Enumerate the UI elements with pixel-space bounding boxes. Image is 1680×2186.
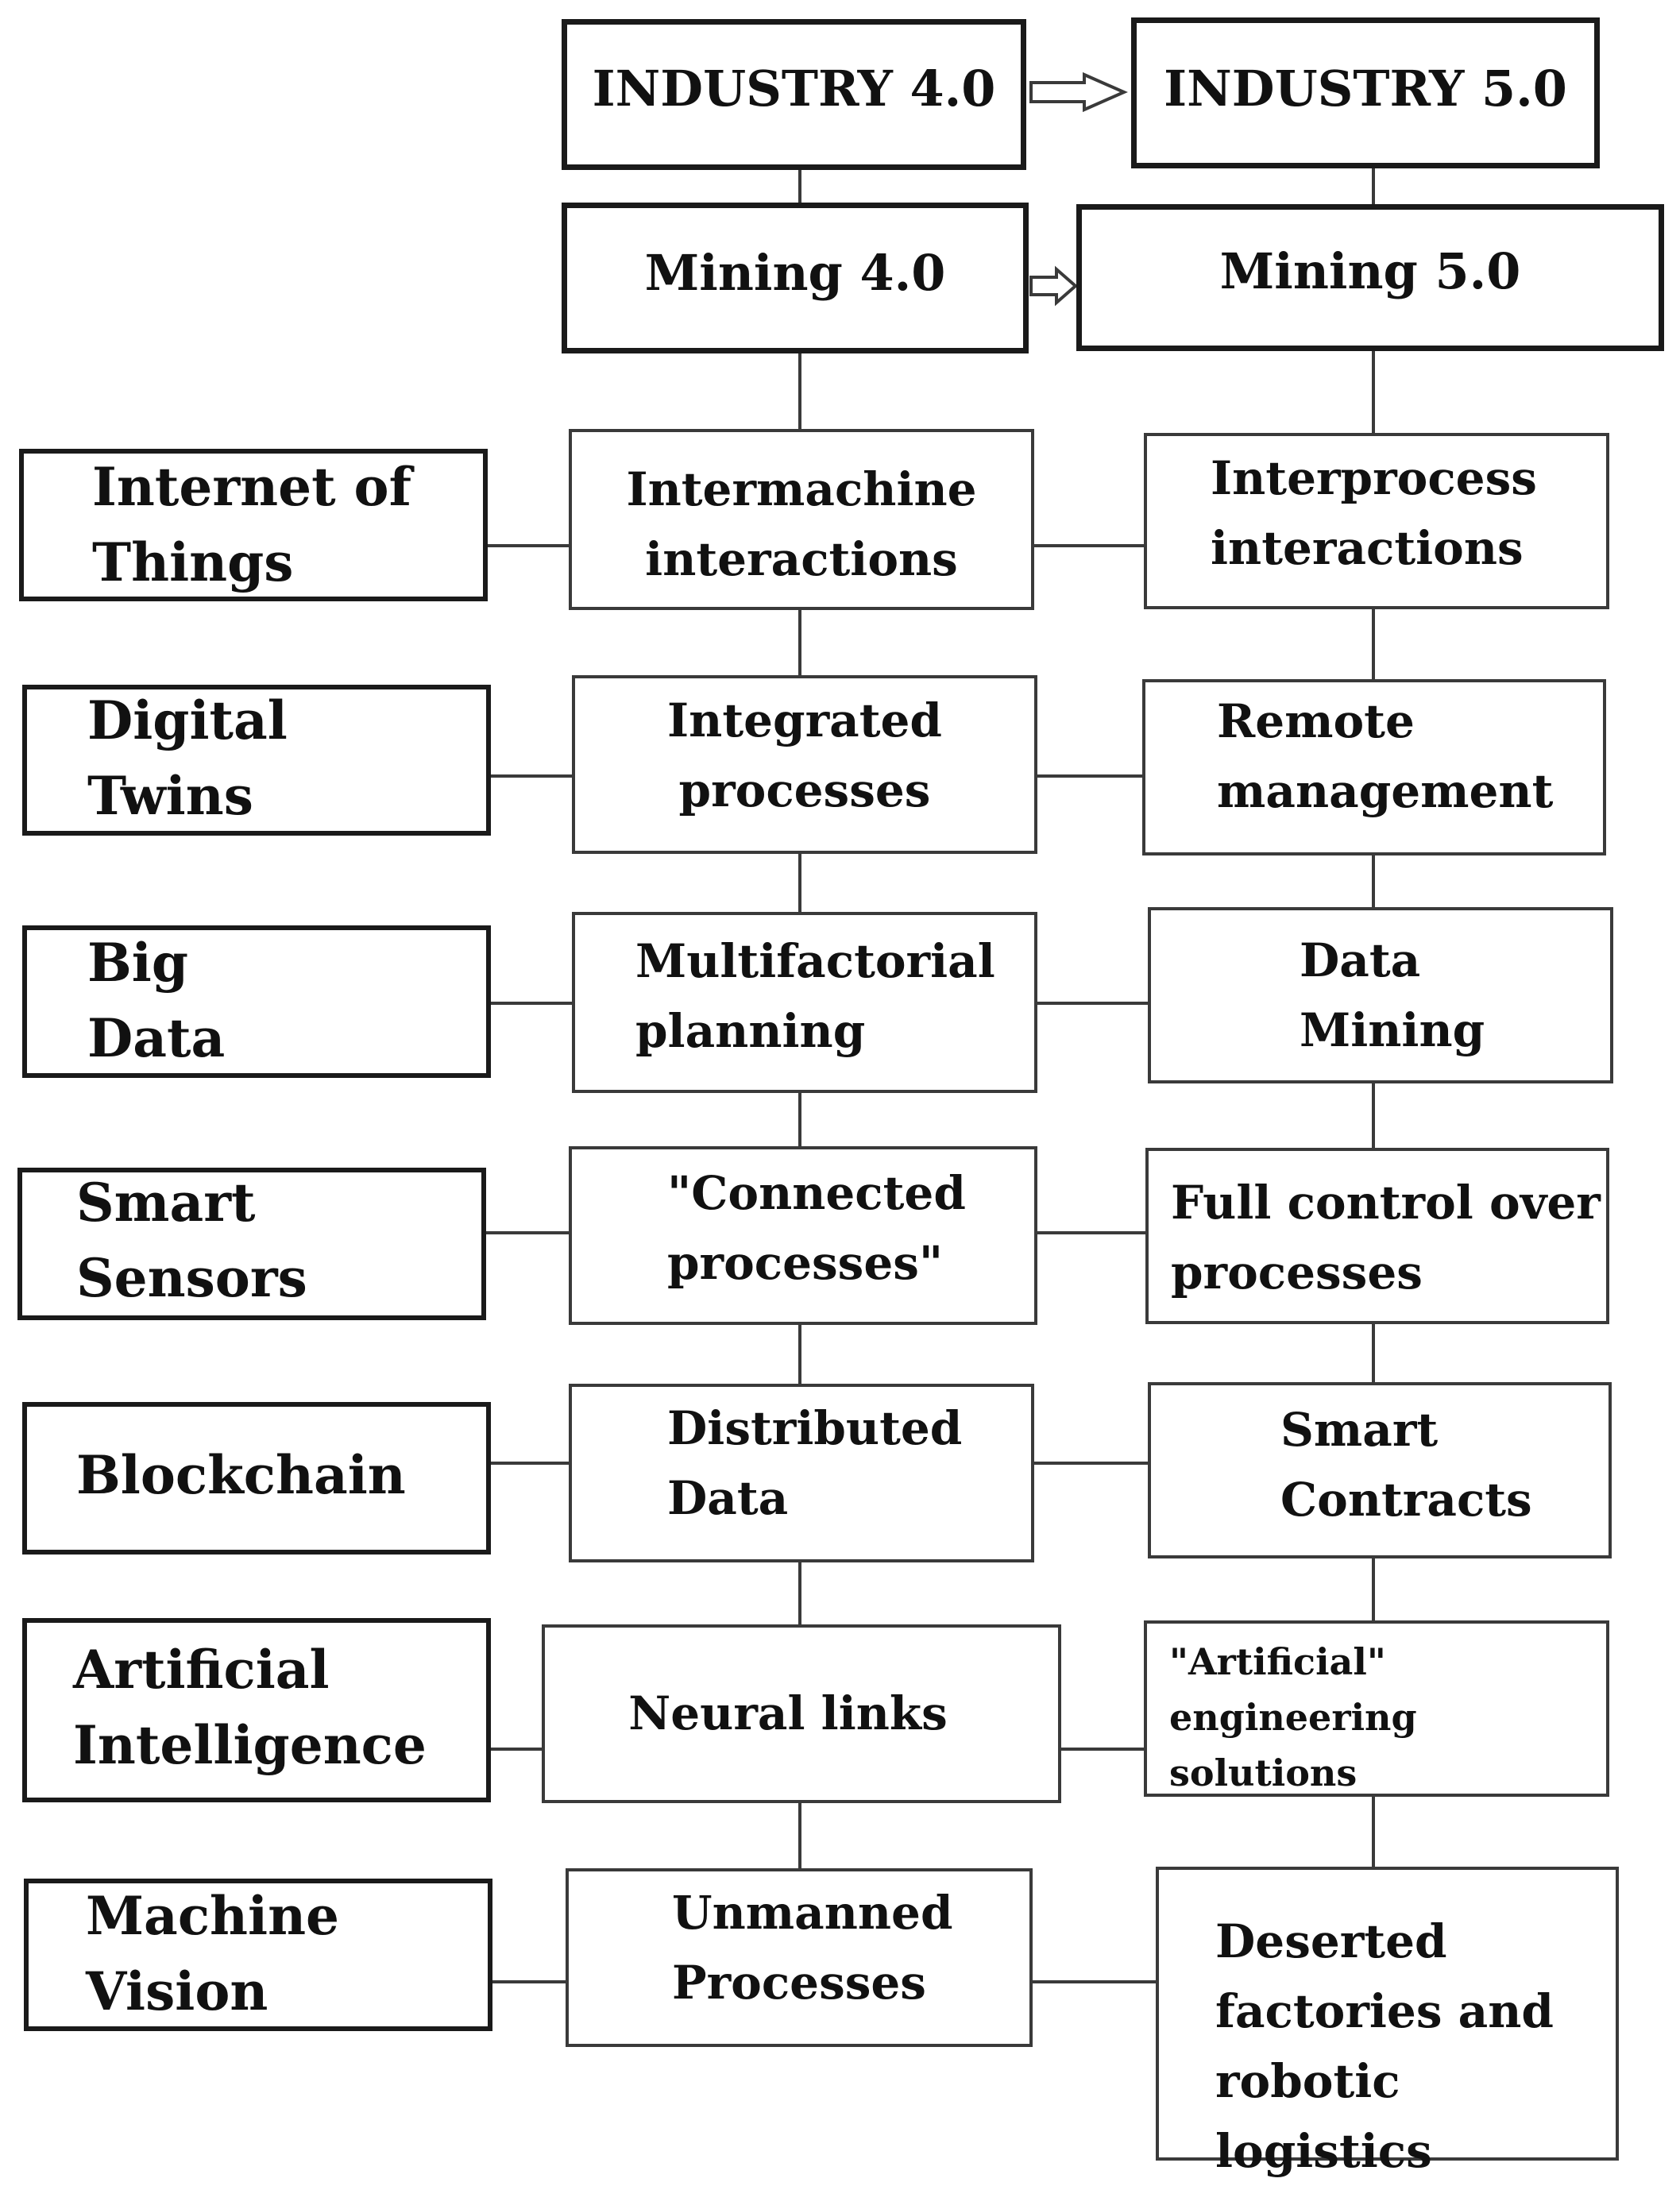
mining40-box-row1: [569, 429, 1034, 610]
technology-label-blockchain: Blockchain: [76, 1444, 406, 1506]
industry40-box: [562, 19, 1026, 170]
technology-box-smart-sensors: [17, 1168, 486, 1320]
arrow-industry-icon: [1029, 71, 1128, 113]
industry40-label: INDUSTRY 4.0: [592, 60, 996, 118]
mining50-label-row7: Deserted factories and robotic logistics: [1215, 1914, 1554, 2178]
technology-label-big-data: Big Data: [87, 932, 226, 1069]
mining40-label-row3: Multifactorial planning: [635, 934, 995, 1058]
mining50-box: [1076, 204, 1664, 351]
technology-label-ai: Artificial Intelligence: [73, 1639, 427, 1776]
mining40-label: Mining 4.0: [644, 244, 946, 302]
mining40-box-row7: [566, 1868, 1033, 2047]
technology-box-ai: [22, 1618, 491, 1802]
mining40-label-row5: Distributed Data: [667, 1401, 963, 1525]
mining40-box-row3: [572, 912, 1037, 1093]
arrow-mining-icon: [1029, 265, 1079, 307]
mining40-label-row7: Unmanned Processes: [672, 1886, 953, 2010]
industry50-label: INDUSTRY 5.0: [1164, 60, 1567, 118]
mining40-label-row6: Neural links: [628, 1686, 948, 1740]
mining50-box-row7: [1156, 1867, 1619, 2161]
mining40-box-row4: [569, 1146, 1037, 1325]
technology-label-smart-sensors: Smart Sensors: [76, 1172, 307, 1309]
technology-label-digital-twins: Digital Twins: [87, 689, 288, 827]
mining50-label-row4: Full control over processes: [1171, 1176, 1601, 1300]
mining50-box-row6: [1144, 1620, 1609, 1797]
mining50-label: Mining 5.0: [1219, 242, 1521, 300]
mining50-box-row4: [1145, 1148, 1609, 1324]
industry50-box: [1131, 17, 1600, 168]
mining50-box-row2: [1142, 679, 1606, 855]
mining40-box-row6: [542, 1624, 1061, 1803]
mining40-box-row5: [569, 1384, 1034, 1562]
mining50-box-row3: [1148, 907, 1613, 1083]
mining40-label-row2: Integrated processes: [667, 693, 942, 817]
technology-box-digital-twins: [22, 685, 491, 836]
technology-box-big-data: [22, 925, 491, 1078]
mining50-box-row5: [1148, 1382, 1612, 1558]
mining50-label-row1: Interprocess interactions: [1211, 451, 1537, 575]
mining50-label-row2: Remote management: [1217, 694, 1554, 818]
technology-box-machine-vision: [24, 1879, 492, 2031]
mining50-label-row6: "Artificial" engineering solutions: [1169, 1640, 1417, 1794]
technology-label-iot: Internet of Things: [92, 456, 411, 593]
mining40-label-row1: Intermachine interactions: [626, 462, 977, 586]
mining50-label-row3: Data Mining: [1300, 933, 1485, 1057]
technology-box-iot: [19, 449, 488, 601]
mining50-box-row1: [1144, 433, 1609, 609]
mining50-label-row5: Smart Contracts: [1280, 1403, 1532, 1527]
mining40-box-row2: [572, 675, 1037, 854]
technology-label-machine-vision: Machine Vision: [86, 1885, 340, 2022]
mining40-box: [562, 203, 1029, 353]
mining40-label-row4: "Connected processes": [667, 1166, 966, 1290]
technology-box-blockchain: [22, 1402, 491, 1555]
